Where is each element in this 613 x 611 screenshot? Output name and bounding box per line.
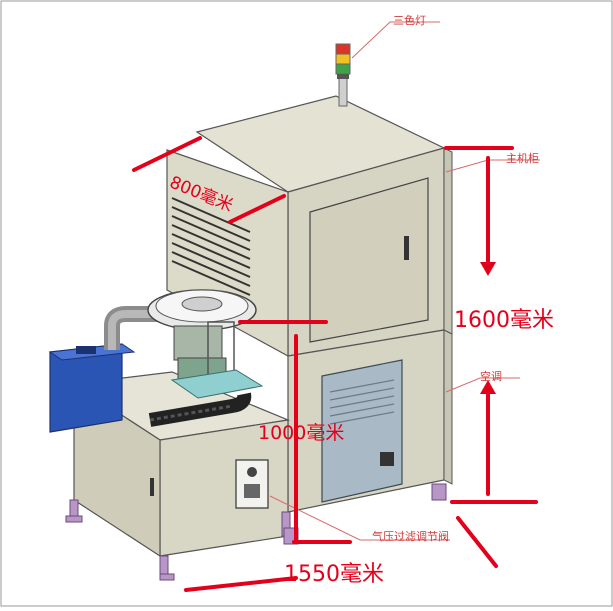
width-dimension-label: 1550毫米: [284, 562, 384, 587]
air-conditioner: [321, 359, 403, 503]
tower-light-label: 三色灯: [393, 14, 426, 27]
door-handle: [404, 236, 409, 260]
tower-light: [335, 43, 351, 107]
air-regulator-label: 气压过滤调节阀: [372, 530, 449, 543]
dimension-lines: [132, 136, 538, 592]
vacuum-pump: [48, 343, 136, 433]
main-cabinet: [166, 95, 453, 358]
main-cabinet-label: 主机柜: [506, 152, 539, 165]
cable-chain: [148, 392, 252, 427]
table-height-dimension-label: 1000毫米: [258, 422, 345, 444]
table-door-handle: [150, 478, 154, 496]
air-conditioner-label: 空调: [480, 370, 502, 383]
work-table: [72, 371, 291, 558]
height-dimension-label: 1600毫米: [454, 308, 554, 333]
turntable: [147, 289, 264, 399]
vent-grille: [171, 197, 251, 296]
